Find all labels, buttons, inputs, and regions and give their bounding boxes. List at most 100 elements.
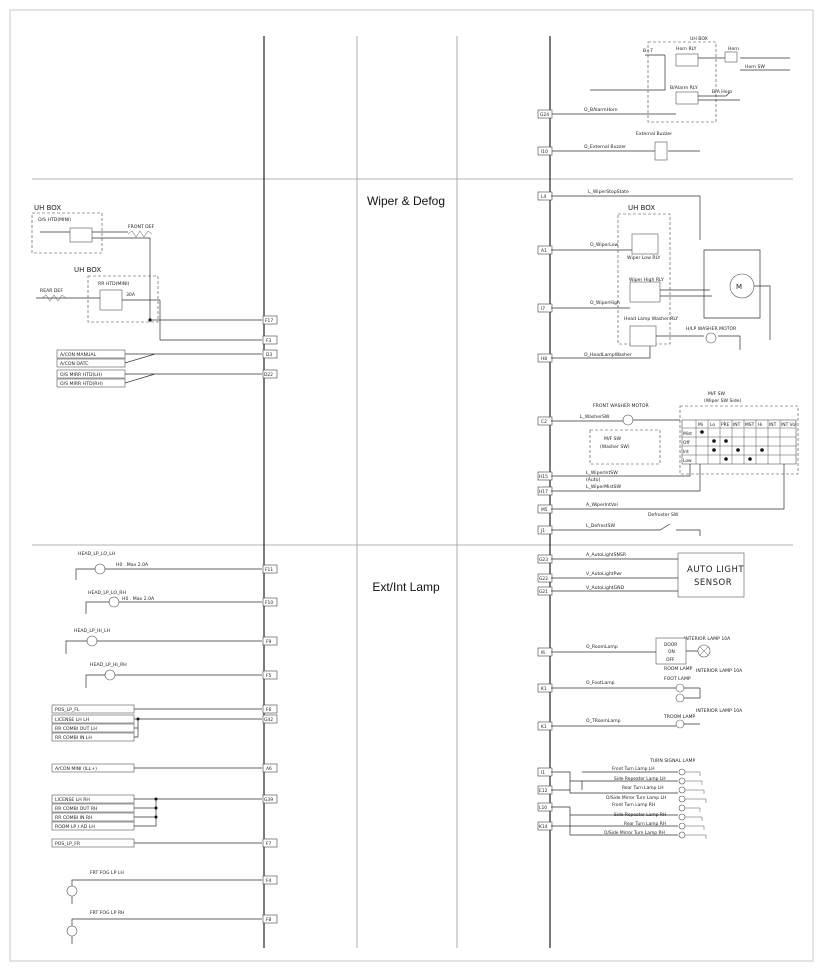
auto-light-sensor xyxy=(677,552,745,598)
room-lamp-label: ROOM LAMP xyxy=(664,666,693,672)
lamp-head-hi-lh xyxy=(86,635,98,647)
turn-wires xyxy=(551,771,678,836)
pin-g24-label: G24 xyxy=(540,112,549,118)
pin-f6-label: F6 xyxy=(266,707,272,713)
hdr-hi: Hi xyxy=(758,422,763,428)
interior-lamp-3-label: INTERIOR LAMP 10A xyxy=(696,708,743,714)
pin-turn-1-label: I1 xyxy=(541,770,545,776)
sig-balarm-label: O_BAlarmHorn xyxy=(584,107,618,113)
sig-troom-label: O_TRoomLamp xyxy=(586,718,621,724)
troom-wire xyxy=(551,723,700,727)
pin-i7-label: I7 xyxy=(541,306,545,312)
row-mist: Mist xyxy=(683,431,692,437)
os-htd-label: O/S HTD(MINI) xyxy=(38,217,71,223)
head-lo-lh-wire xyxy=(75,568,262,580)
row-int: Int xyxy=(683,449,689,455)
sig-sens2-label: V_AutoLightPwr xyxy=(586,571,622,577)
turn-lamp-label: Side Repeater Lamp RH xyxy=(614,812,666,818)
auto-light-label: AUTO LIGHT xyxy=(687,565,744,575)
lamp-fog-rh xyxy=(66,925,78,937)
pin-d22 xyxy=(262,369,278,379)
rear-def-wire xyxy=(36,297,262,321)
lamp-foot-2 xyxy=(675,693,685,703)
pin-d3-label: D3 xyxy=(266,352,272,358)
junction-dot xyxy=(136,717,140,721)
mf-sw-table: Mi Lo PRE INT MST Hi INT INT Vol Mist Of… xyxy=(681,419,797,465)
rr-htd-label: RR HTD(MINI) xyxy=(98,281,130,287)
pin-f6 xyxy=(262,704,278,714)
wiper-motor-label: M xyxy=(736,283,742,291)
pin-a6-label: A6 xyxy=(266,766,272,772)
turn-lamp-label: Front Turn Lamp LH xyxy=(612,766,655,772)
hl-washer-relay xyxy=(629,325,657,347)
table-dot xyxy=(700,430,704,434)
lamp-head-hi-rh xyxy=(104,669,116,681)
turn-lamp-label: Rear Turn Lamp RH xyxy=(624,821,666,827)
turn-lamp-label: Front Turn Lamp RH xyxy=(612,802,655,808)
wiper-uh-box-label: UH BOX xyxy=(628,204,655,212)
turn-lamp-icon xyxy=(678,795,686,803)
washer-sw-box xyxy=(589,429,661,465)
hlp-motor-label: H/LP WASHER MOTOR xyxy=(686,326,737,332)
horn-relay xyxy=(675,53,699,67)
pin-g22-label: G22 xyxy=(539,576,548,582)
interior-lamp-2-label: INTERIOR LAMP 10A xyxy=(696,668,743,674)
pin-h15-label: H15 xyxy=(539,474,548,480)
junction-dot xyxy=(154,797,158,801)
room-lp-label: ROOM LP / AD LH xyxy=(55,824,95,830)
wiper-low-relay xyxy=(631,233,659,255)
sensor-label: SENSOR xyxy=(694,578,732,588)
interior-lamp-1-label: INTERIOR LAMP 10A xyxy=(684,636,731,642)
section-title-lamp: Ext/Int Lamp xyxy=(372,580,440,594)
pin-f17 xyxy=(262,315,278,325)
os-htd-relay xyxy=(69,227,93,243)
horn-circuit: UH BOX B+7 Horn RLY Horn Horn SW B/Alarm… xyxy=(537,36,790,161)
table-dot xyxy=(724,439,728,443)
defrost-wire xyxy=(551,523,701,536)
turn-lamp-label: O/Side Mirror Turn Lamp LH xyxy=(606,795,666,801)
pin-turn-2-label: E12 xyxy=(539,788,548,794)
wiper-circuit: L4 L_WiperStopState UH BOX A1 O_WiperLow… xyxy=(537,189,799,536)
pin-f8-label: F8 xyxy=(266,917,272,923)
mf-sw2-side-label: (Washer SW) xyxy=(600,444,630,450)
front-washer-label: FRONT WASHER MOTOR xyxy=(593,403,650,409)
license-lh-label: LICENSE LH LH xyxy=(55,717,89,723)
pin-g21-label: G21 xyxy=(539,589,548,595)
pin-c2-label: C2 xyxy=(541,419,547,425)
junction-dot xyxy=(154,815,158,819)
section-title-wiper: Wiper & Defog xyxy=(367,194,445,208)
head-lo-rh-wire xyxy=(85,601,262,614)
sig-buzzer-label: O_External Buzzer xyxy=(584,144,626,150)
lamp-troom xyxy=(675,719,685,729)
sig-low-label: O_WiperLow xyxy=(590,242,619,248)
pin-turn-3-label: L10 xyxy=(539,805,547,811)
lamp-head-lo-rh xyxy=(108,596,120,608)
turn-lamp-icon xyxy=(678,804,686,812)
hlp-washer-motor xyxy=(705,332,717,344)
pin-f9-label: F9 xyxy=(266,639,272,645)
foot-wire xyxy=(551,687,701,699)
horn-sw-label: Horn SW xyxy=(745,64,765,70)
pin-l4-label: L4 xyxy=(541,194,546,200)
head-hi-lh-wire xyxy=(65,640,262,654)
head-hi-rh-wire xyxy=(85,674,262,688)
lamp-cross xyxy=(699,646,709,656)
turn-lamp-label: O/Side Mirror Turn Lamp RH xyxy=(604,830,665,836)
pin-f5-label: F5 xyxy=(266,673,272,679)
input-os-mirr-lh-label: O/S MIRR HTD(LH) xyxy=(60,372,102,378)
rr-htd-relay xyxy=(99,289,123,311)
uh-box-1-label: UH BOX xyxy=(34,204,61,212)
head-lo-rh-label: HEAD_LP_LO_RH xyxy=(88,590,126,596)
table-dot xyxy=(736,448,740,452)
turn-lamp-icon xyxy=(678,813,686,821)
door-label: DOOR xyxy=(664,642,677,648)
fog-rh-label: FRT FOG LP RH xyxy=(90,910,124,916)
on-label: ON xyxy=(668,649,675,655)
motor-wires xyxy=(703,249,771,340)
balarm-wire xyxy=(698,91,740,101)
horn-relay-label: Horn RLY xyxy=(676,46,697,52)
uh-box-2 xyxy=(87,275,159,323)
sig-defrost-label: L_DefrostSW xyxy=(586,523,616,529)
fog-rh-wire xyxy=(71,918,262,944)
pin-g24 xyxy=(537,109,553,119)
